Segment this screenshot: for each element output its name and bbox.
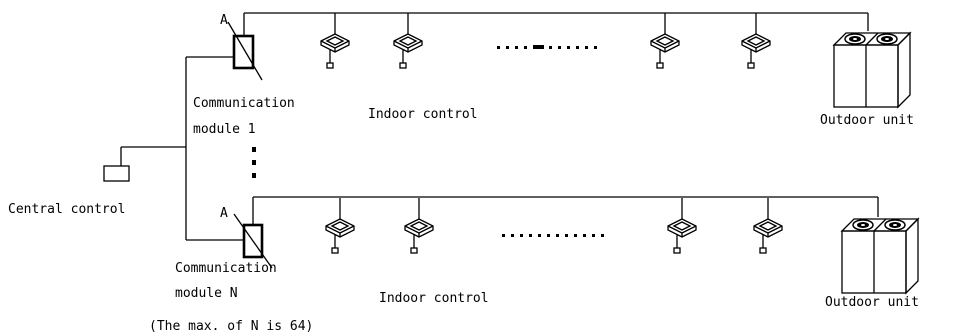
central-control-label: Central control xyxy=(8,202,125,217)
indoor-unit-icon xyxy=(741,12,771,69)
module-n-label-line1: Communication xyxy=(175,261,277,276)
outdoor-unit-label-top: Outdoor unit xyxy=(820,113,914,128)
vertical-ellipsis xyxy=(252,147,256,178)
bus-line-bottom xyxy=(252,196,879,225)
indoor-unit-icon xyxy=(650,12,680,69)
indoor-control-label-bottom: Indoor control xyxy=(379,291,489,306)
indoor-unit-icon xyxy=(320,12,350,69)
module-1-label-line1: Communication xyxy=(193,96,295,111)
indoor-unit-icon xyxy=(667,197,697,254)
indoor-unit-icon xyxy=(325,197,355,254)
outdoor-unit-label-bottom: Outdoor unit xyxy=(825,295,919,310)
trunk-line xyxy=(185,56,244,241)
outdoor-unit-icon xyxy=(841,218,919,294)
communication-module-icon xyxy=(233,213,273,269)
module-n-label-line2: module N xyxy=(175,286,238,301)
indoor-unit-icon xyxy=(393,12,423,69)
central-control-icon xyxy=(103,146,186,182)
max-n-note: (The max. of N is 64) xyxy=(149,319,313,334)
module-n-point-label: A xyxy=(220,206,228,221)
indoor-unit-icon xyxy=(753,197,783,254)
module-1-label-line2: module 1 xyxy=(193,122,256,137)
horizontal-ellipsis-bottom xyxy=(502,234,604,237)
module-1-point-label: A xyxy=(220,13,228,28)
bus-line-top xyxy=(243,12,869,36)
communication-module-icon xyxy=(227,21,263,81)
indoor-unit-icon xyxy=(404,197,434,254)
horizontal-ellipsis-top xyxy=(497,45,597,49)
outdoor-unit-icon xyxy=(833,32,911,108)
indoor-control-label-top: Indoor control xyxy=(368,107,478,122)
